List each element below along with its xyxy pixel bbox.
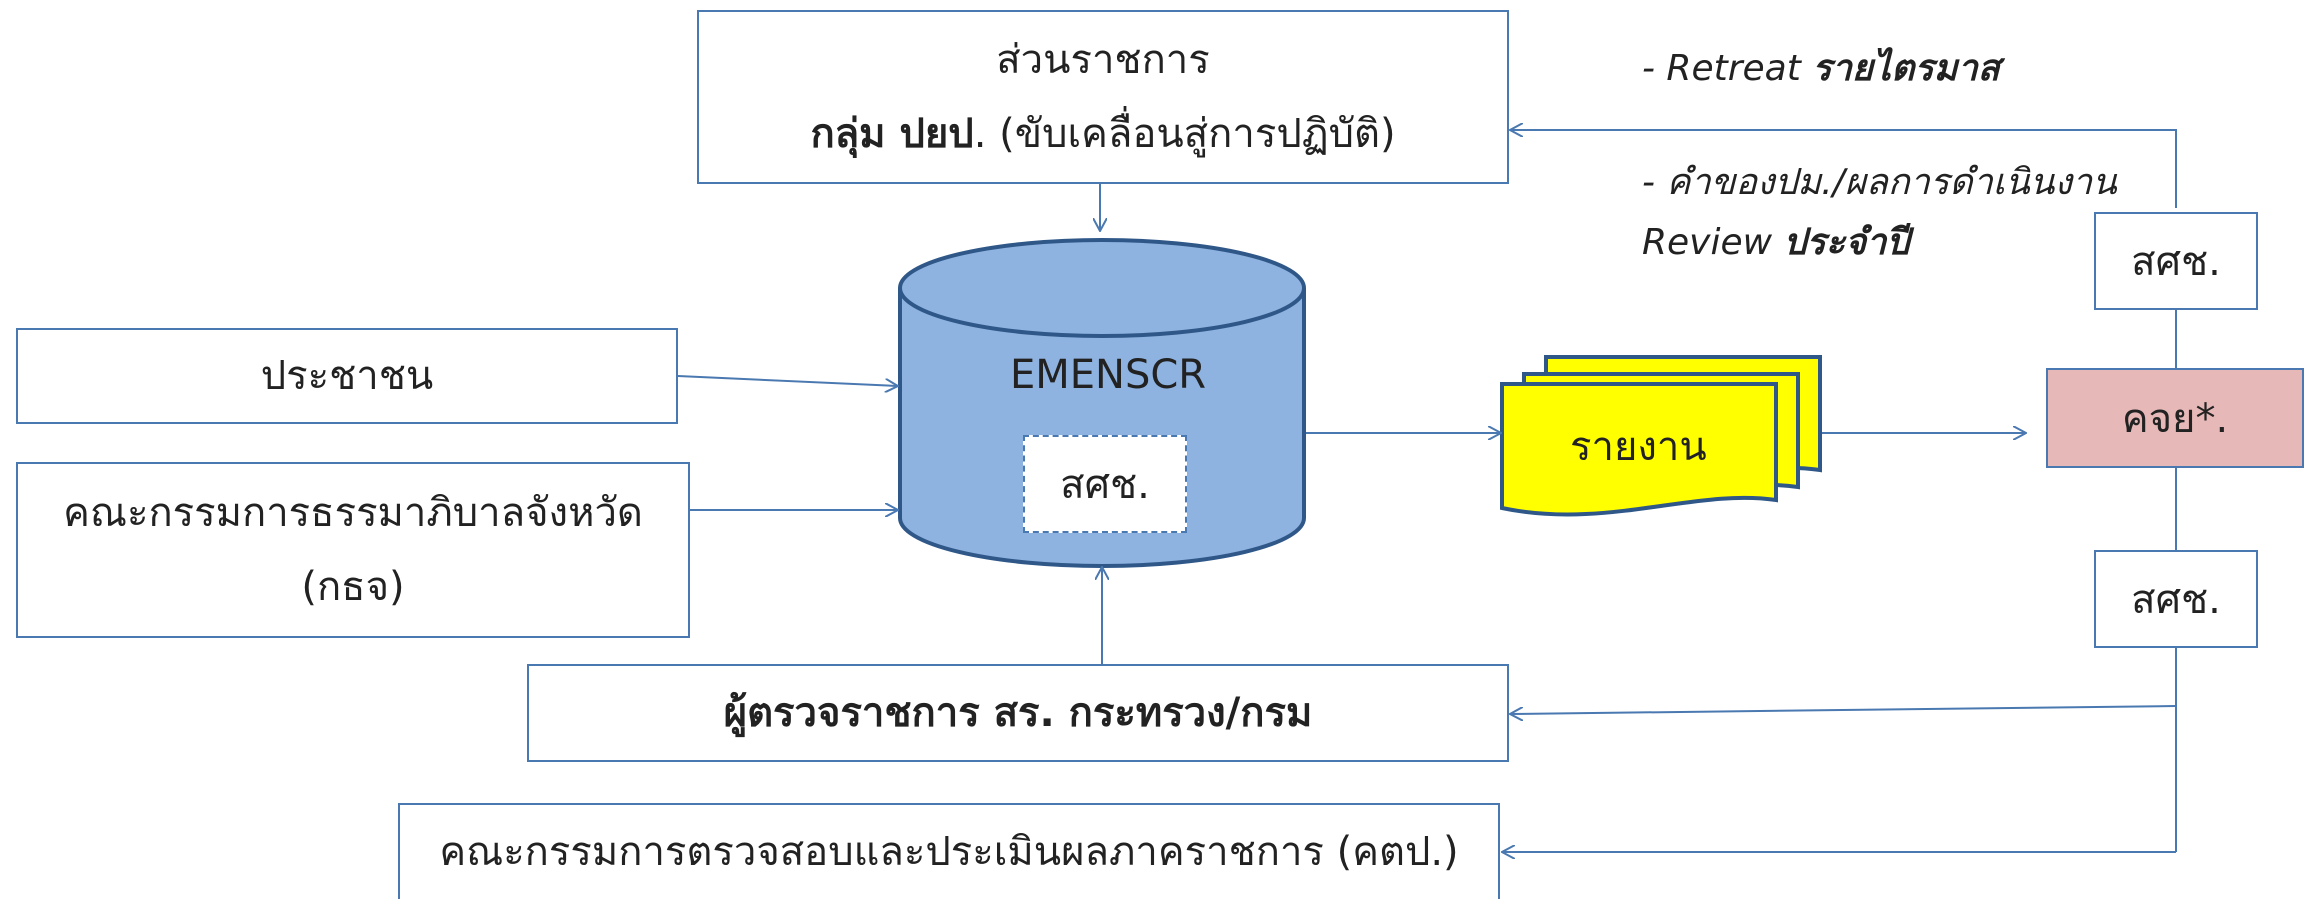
provincial-committee-line1: คณะกรรมการธรรมาภิบาลจังหวัด — [63, 490, 643, 536]
note-retreat-bold: รายไตรมาส — [1812, 48, 2000, 89]
report-document-shape — [1500, 355, 1822, 517]
database-inner-box: สศช. — [1023, 435, 1187, 533]
audit-committee-box: คณะกรรมการตรวจสอบและประเมินผลภาคราชการ (… — [398, 803, 1500, 899]
arrow-kjy-to-top — [1511, 130, 2177, 208]
kjy-label: คจย*. — [2121, 396, 2229, 442]
database-label: EMENSCR — [1010, 352, 1207, 398]
audit-committee-label: คณะกรรมการตรวจสอบและประเมินผลภาคราชการ (… — [439, 829, 1459, 875]
agency-box-line1: ส่วนราชการ — [996, 37, 1210, 83]
provincial-committee-box: คณะกรรมการธรรมาภิบาลจังหวัด (กธจ) — [16, 462, 690, 638]
note-review-prefix: Review — [1642, 222, 1784, 263]
nesdc-top-box: สศช. — [2094, 212, 2258, 310]
citizens-label: ประชาชน — [260, 353, 434, 399]
kjy-box: คจย*. — [2046, 368, 2304, 468]
nesdc-bottom-label: สศช. — [2131, 577, 2221, 623]
note-retreat: - Retreat รายไตรมาส — [1642, 44, 2000, 94]
nesdc-bottom-box: สศช. — [2094, 550, 2258, 648]
arrow-to-inspector — [1511, 705, 2177, 714]
inspector-box: ผู้ตรวจราชการ สร. กระทรวง/กรม — [527, 664, 1509, 762]
note-review: Review ประจำปี — [1642, 218, 1909, 268]
citizens-box: ประชาชน — [16, 328, 678, 424]
inspector-label: ผู้ตรวจราชการ สร. กระทรวง/กรม — [723, 690, 1313, 736]
nesdc-top-label: สศช. — [2131, 239, 2221, 285]
report-label: รายงาน — [1570, 424, 1707, 470]
agency-box-line2: กลุ่ม ปยป. (ขับเคลื่อนสู่การปฏิบัติ) — [810, 97, 1395, 171]
note-review-bold: ประจำปี — [1783, 222, 1910, 263]
database-cylinder — [898, 238, 1306, 568]
agency-group-detail: . (ขับเคลื่อนสู่การปฏิบัติ) — [973, 111, 1396, 157]
note-retreat-prefix: - Retreat — [1642, 48, 1813, 89]
provincial-committee-line2: (กธจ) — [301, 564, 405, 610]
agency-box: ส่วนราชการ กลุ่ม ปยป. (ขับเคลื่อนสู่การป… — [697, 10, 1509, 184]
agency-group-name: กลุ่ม ปยป — [810, 111, 974, 157]
arrow-citizens-to-db — [677, 375, 897, 386]
database-inner-label: สศช. — [1060, 462, 1150, 508]
note-request-line1: - คำของปม./ผลการดำเนินงาน — [1642, 162, 2117, 203]
